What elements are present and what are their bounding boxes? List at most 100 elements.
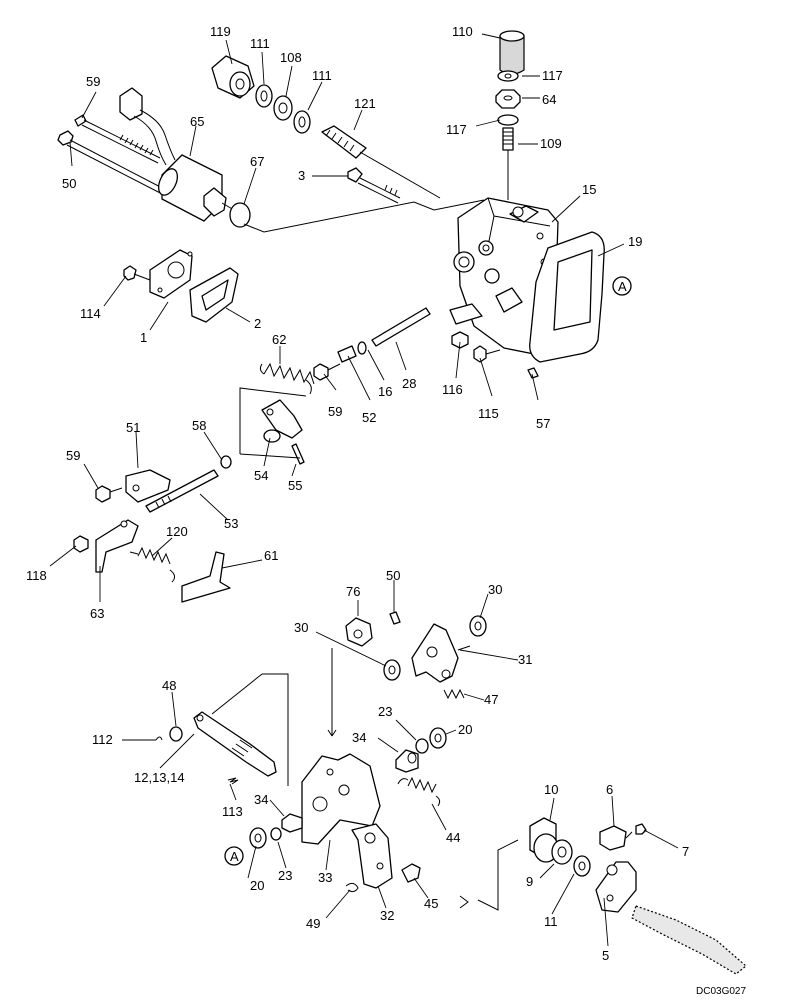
plate-1 — [149, 249, 193, 299]
bolt-59 — [74, 114, 161, 164]
clip-112 — [155, 736, 163, 741]
callout-121: 121 — [354, 96, 376, 111]
callout-108: 108 — [280, 50, 302, 65]
callout-5: 5 — [602, 948, 609, 963]
callout-117-b: 117 — [446, 122, 467, 137]
callout-51: 51 — [126, 420, 140, 435]
callout-59-a: 59 — [86, 74, 100, 89]
callout-9: 9 — [526, 874, 533, 889]
o-ring-67 — [229, 202, 251, 228]
callout-54: 54 — [254, 468, 268, 483]
callout-50-a: 50 — [62, 176, 76, 191]
spring-120 — [129, 546, 176, 583]
callout-55: 55 — [288, 478, 302, 493]
callout-34-b: 34 — [254, 792, 268, 807]
plate-61 — [181, 551, 231, 603]
callout-109: 109 — [540, 136, 562, 151]
link-assembly-12-13-14 — [193, 711, 277, 777]
callout-7: 7 — [682, 844, 689, 859]
callout-112: 112 — [92, 732, 113, 747]
spring-47 — [443, 688, 465, 700]
nut-9 — [551, 839, 573, 865]
washer-48 — [169, 726, 183, 742]
bolt-3 — [347, 167, 401, 204]
callout-30-b: 30 — [294, 620, 308, 635]
callout-a-top: A — [618, 279, 627, 294]
washer-30-b — [383, 659, 401, 681]
callout-76: 76 — [346, 584, 360, 599]
bolt-50 — [57, 130, 171, 198]
callout-57: 57 — [536, 416, 550, 431]
callout-23-a: 23 — [378, 704, 392, 719]
washer-20-b — [249, 827, 267, 849]
pin-50-b — [389, 611, 401, 625]
callout-48: 48 — [162, 678, 176, 693]
leader-lines — [49, 33, 679, 947]
callout-a-bottom: A — [230, 849, 239, 864]
callout-19: 19 — [628, 234, 642, 249]
clip-49 — [345, 882, 359, 893]
nut-108 — [273, 95, 293, 121]
washer-30-a — [469, 615, 487, 637]
o-ring-16 — [357, 341, 367, 355]
reference-marker-a-bottom — [224, 846, 244, 866]
washer-11 — [573, 855, 591, 877]
callout-44: 44 — [446, 830, 460, 845]
washer-111-b — [293, 110, 311, 134]
callout-1: 1 — [140, 330, 147, 345]
callout-58: 58 — [192, 418, 206, 433]
callout-34-a: 34 — [352, 730, 366, 745]
callout-10: 10 — [544, 782, 558, 797]
spring-113 — [227, 777, 239, 785]
callout-114: 114 — [80, 306, 101, 321]
reference-marker-a-top — [612, 276, 632, 296]
callout-20-b: 20 — [250, 878, 264, 893]
lever-63 — [95, 519, 139, 573]
spring-62 — [259, 362, 315, 395]
callout-59-b: 59 — [328, 404, 342, 419]
spring-44 — [397, 776, 441, 807]
bolt-59-b — [313, 363, 341, 381]
callout-30-a: 30 — [488, 582, 502, 597]
callout-118: 118 — [26, 568, 47, 583]
washer-117-b — [497, 114, 519, 126]
bushing-34-a — [395, 749, 419, 773]
callout-111-a: 111 — [250, 36, 270, 51]
washer-117-a — [497, 70, 519, 82]
lever-5 — [595, 861, 637, 913]
callout-117-a: 117 — [542, 68, 563, 83]
nut-118 — [73, 535, 89, 553]
callout-52: 52 — [362, 410, 376, 425]
bushing-34-b — [281, 813, 303, 833]
washer-111-a — [255, 84, 273, 108]
callout-64: 64 — [542, 92, 556, 107]
callout-15: 15 — [582, 182, 596, 197]
callout-49: 49 — [306, 916, 320, 931]
callout-16: 16 — [378, 384, 392, 399]
callout-53: 53 — [224, 516, 238, 531]
callout-11: 11 — [544, 914, 558, 929]
rod-28 — [371, 307, 431, 347]
callout-111-b: 111 — [312, 68, 332, 83]
drawing-code: DC03G027 — [696, 986, 746, 997]
plate-51 — [125, 469, 171, 503]
callout-120: 120 — [166, 524, 188, 539]
pin-45 — [401, 863, 421, 883]
block-6 — [599, 825, 627, 851]
callout-113: 113 — [222, 804, 243, 819]
washer-23-b — [270, 827, 282, 841]
rod-end-shaded — [631, 905, 747, 975]
connector-lines — [211, 199, 519, 911]
callout-62: 62 — [272, 332, 286, 347]
callout-61: 61 — [264, 548, 278, 563]
callout-47: 47 — [484, 692, 498, 707]
bolt-114 — [123, 265, 151, 281]
callout-59-c: 59 — [66, 448, 80, 463]
bolt-115 — [473, 345, 501, 363]
callout-28: 28 — [402, 376, 416, 391]
callout-12-13-14: 12,13,14 — [134, 770, 185, 785]
callout-63: 63 — [90, 606, 104, 621]
adjusting-screw-121 — [321, 125, 441, 199]
stud-109 — [502, 127, 514, 200]
